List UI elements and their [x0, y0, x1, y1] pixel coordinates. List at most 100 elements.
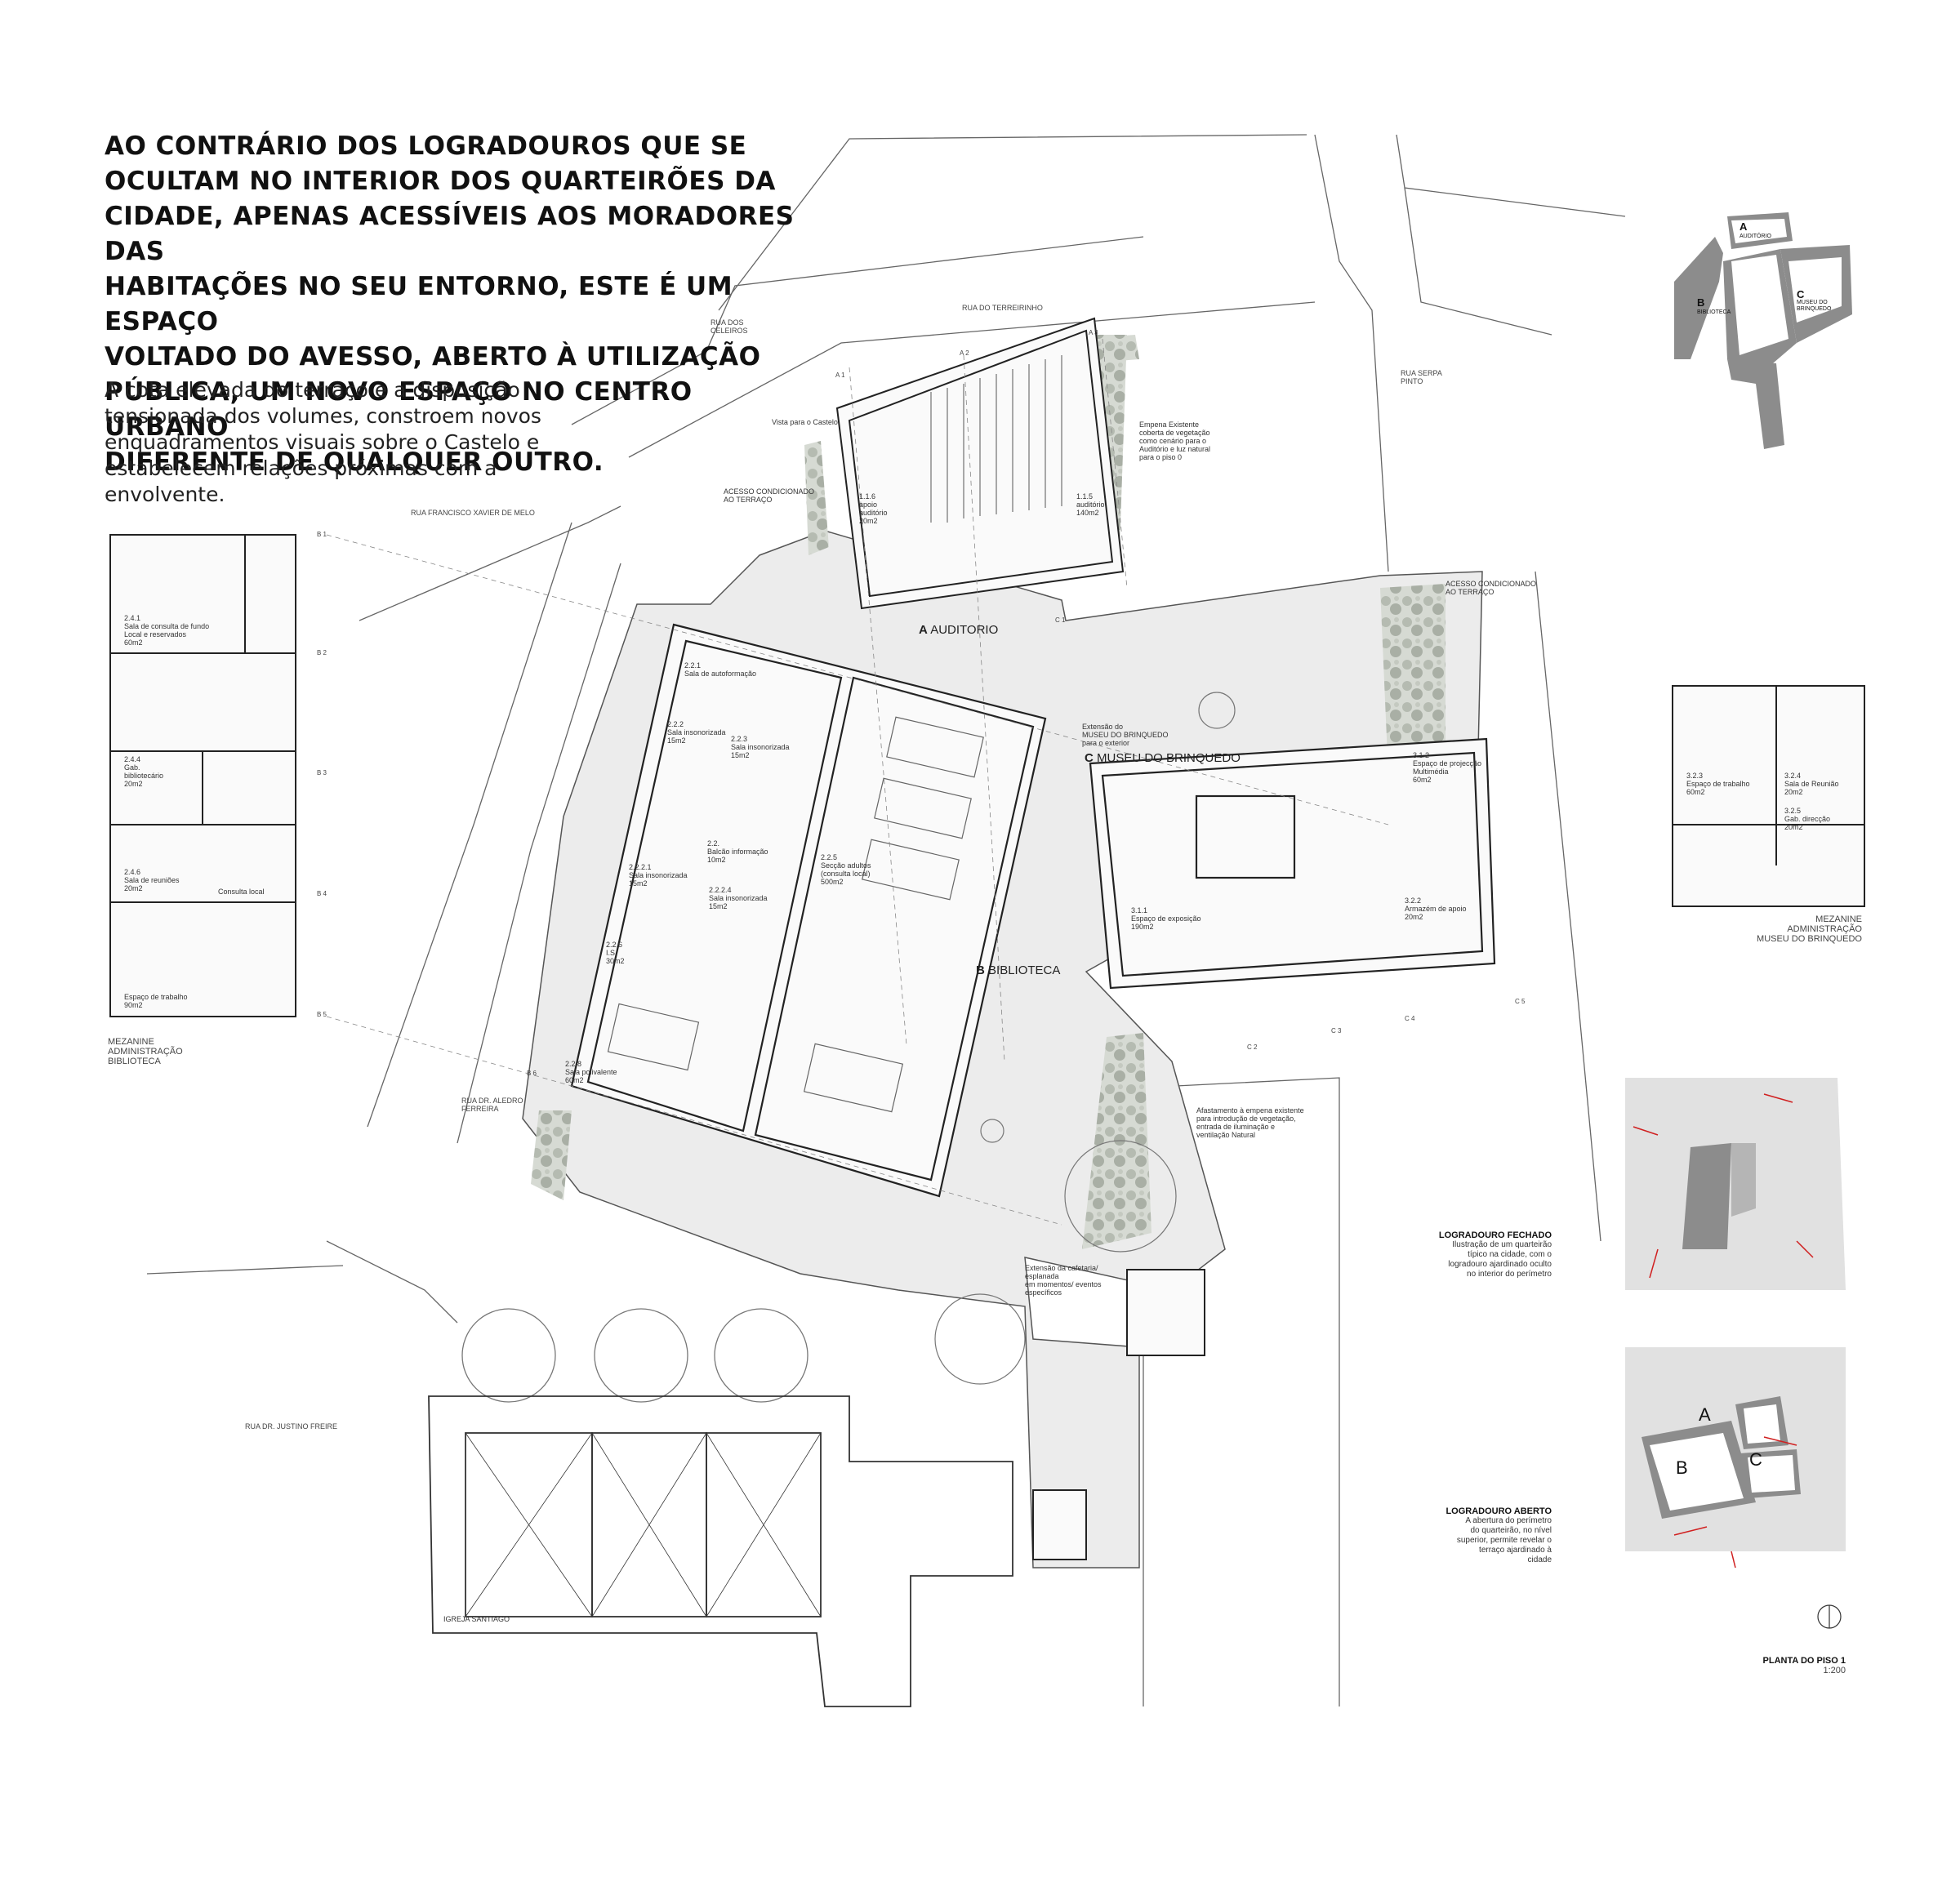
note-consulta-local: Consulta local [218, 888, 265, 896]
room-228: 2.2.8 Sala polivalente 60m2 [565, 1060, 617, 1084]
axis-label: B 5 [317, 1011, 327, 1018]
axis-label: B 2 [317, 649, 327, 656]
note-extensao-museu: Extensão do MUSEU DO BRINQUEDO para o ex… [1082, 723, 1169, 747]
note-line: em momentos/ eventos [1025, 1280, 1102, 1288]
room-line: 2.2.2.4 [709, 886, 732, 894]
street-serpa: RUA SERPA PINTO [1401, 369, 1442, 385]
street-alegro: RUA DR. ALEDRO FERREIRA [461, 1097, 523, 1113]
label-biblioteca-letter: B [976, 963, 985, 977]
note-empena: Empena Existente coberta de vegetação co… [1139, 420, 1210, 461]
room-line: 1.1.6 [859, 492, 876, 501]
axis-label: A 3 [1089, 329, 1098, 336]
headline-line: CIDADE, APENAS ACESSÍVEIS AOS MORADORES … [105, 202, 795, 266]
note-line: Afastamento à empena existente [1196, 1106, 1304, 1115]
diagram-open-letter-a: A [1699, 1404, 1711, 1425]
lead-paragraph: A cota elevada do terraço e a disposição… [105, 377, 595, 508]
mez-left-caption: MEZANINE ADMINISTRAÇÃO BIBLIOTECA [108, 1037, 183, 1066]
room-line: 2.2.1 [684, 661, 702, 670]
note-line: MUSEU DO BRINQUEDO [1082, 731, 1169, 739]
axis-label: B 6 [527, 1070, 537, 1077]
room-line: Gab. [124, 763, 140, 772]
diagram-open-arrows [1673, 1436, 1797, 1569]
room-line: 2.2.5 [821, 853, 838, 861]
key-letter: C [1797, 288, 1805, 300]
label-auditorio-name: AUDITORIO [930, 623, 999, 637]
room-225: 2.2.5 Secção adultos (consulta local) 50… [821, 853, 871, 886]
room-line: Sala de reuniões [124, 876, 180, 884]
key-letter: B [1697, 296, 1705, 309]
key-name: BIBLIOTECA [1697, 309, 1731, 315]
room-line: Sala polivalente [565, 1068, 617, 1076]
room-line: 3.1.1 [1131, 906, 1148, 914]
diagram-closed-arrows [1633, 1093, 1814, 1279]
diagram-line: logradouro ajardinado oculto [1448, 1260, 1552, 1269]
north-arrow [1817, 1604, 1842, 1629]
lead-line: estabelecem relações próximas com a [105, 456, 497, 480]
caption-line: BIBLIOTECA [108, 1057, 161, 1066]
library-block [570, 623, 1047, 1198]
note-line: específicos [1025, 1288, 1062, 1297]
axis-label: A 2 [960, 349, 969, 357]
diagram-line: típico na cidade, com o [1468, 1250, 1552, 1259]
street-serpa-line: RUA SERPA [1401, 369, 1442, 377]
room-311: 3.1.1 Espaço de exposição 190m2 [1131, 906, 1201, 931]
room-line: 1.1.5 [1076, 492, 1094, 501]
room-line: Sala insonorizada [731, 743, 790, 751]
room-115: 1.1.5 auditório 140m2 [1076, 492, 1105, 517]
room-line: 3.2.3 [1686, 772, 1704, 780]
room-223: 2.2.3 Sala insonorizada 15m2 [731, 735, 790, 759]
room-line: 140m2 [1076, 509, 1099, 517]
key-letter: A [1740, 220, 1748, 233]
label-museu: C MUSEU DO BRINQUEDO [1085, 751, 1241, 765]
room-line: auditório [859, 509, 888, 517]
axis-label: C 3 [1331, 1027, 1342, 1035]
room-line: Espaço de projecção [1413, 759, 1482, 768]
mez-room-325: 3.2.5 Gab. direcção 20m2 [1784, 807, 1830, 831]
auditorium-seating [930, 355, 1062, 523]
room-line: 20m2 [859, 517, 878, 525]
room-line: (consulta local) [821, 870, 871, 878]
note-line: Empena Existente [1139, 420, 1200, 429]
mezzanine-right-plan [1672, 685, 1865, 907]
headline-line: HABITAÇÕES NO SEU ENTORNO, ESTE É UM ESP… [105, 272, 733, 336]
note-line: ventilação Natural [1196, 1131, 1256, 1139]
lead-line: tensionada dos volumes, constroem novos [105, 404, 541, 428]
room-line: 2.4.4 [124, 755, 141, 763]
axis-label: C 1 [1055, 616, 1066, 624]
room-line: 3.1.2 [1413, 751, 1430, 759]
headline: AO CONTRÁRIO DOS LOGRADOUROS QUE SE OCUL… [105, 129, 807, 480]
note-igreja: IGREJA SANTIAGO [443, 1615, 510, 1623]
mez-room-247: Espaço de trabalho 90m2 [124, 993, 188, 1009]
key-name: MUSEU DO [1797, 300, 1828, 305]
label-museu-letter: C [1085, 751, 1094, 765]
axis-label: B 3 [317, 769, 327, 776]
room-line: Sala insonorizada [709, 894, 768, 902]
mez-room-241: 2.4.1 Sala de consulta de fundo Local e … [124, 614, 209, 647]
room-2224: 2.2.2.4 Sala insonorizada 15m2 [709, 886, 768, 910]
plan-title-block: PLANTA DO PISO 1 1:200 [1682, 1656, 1846, 1675]
room-322: 3.2.2 Armazém de apoio 20m2 [1405, 897, 1467, 921]
room-222: 2.2.2 Sala insonorizada 15m2 [667, 720, 726, 745]
street-terreirinho: RUA DO TERREIRINHO [962, 304, 1043, 312]
axis-label: C 4 [1405, 1015, 1415, 1022]
caption-line: ADMINISTRAÇÃO [1787, 924, 1862, 934]
room-line: Secção adultos [821, 861, 871, 870]
cafeteria-block [1032, 1269, 1205, 1560]
axis-lines [326, 338, 1389, 1226]
mez-room-324: 3.2.4 Sala de Reunião 20m2 [1784, 772, 1839, 796]
room-line: Espaço de exposição [1131, 914, 1201, 923]
note-line: Auditório e luz natural [1139, 445, 1211, 453]
street-lines [146, 134, 1626, 1706]
note-line: AO TERRAÇO [724, 496, 773, 504]
lead-line: envolvente. [105, 483, 225, 506]
room-line: 60m2 [1686, 788, 1705, 796]
diagram-line: superior, permite revelar o [1456, 1536, 1552, 1545]
key-map-b: B BIBLIOTECA [1697, 296, 1731, 318]
plan-scale: 1:200 [1823, 1666, 1846, 1675]
label-biblioteca: B BIBLIOTECA [976, 963, 1060, 977]
note-line: para o exterior [1082, 739, 1130, 747]
axis-label: C 5 [1515, 998, 1526, 1005]
room-312: 3.1.2 Espaço de projecção Multimédia 60m… [1413, 751, 1481, 784]
label-biblioteca-name: BIBLIOTECA [988, 963, 1061, 977]
diagram-line: A abertura do perímetro [1465, 1516, 1552, 1525]
